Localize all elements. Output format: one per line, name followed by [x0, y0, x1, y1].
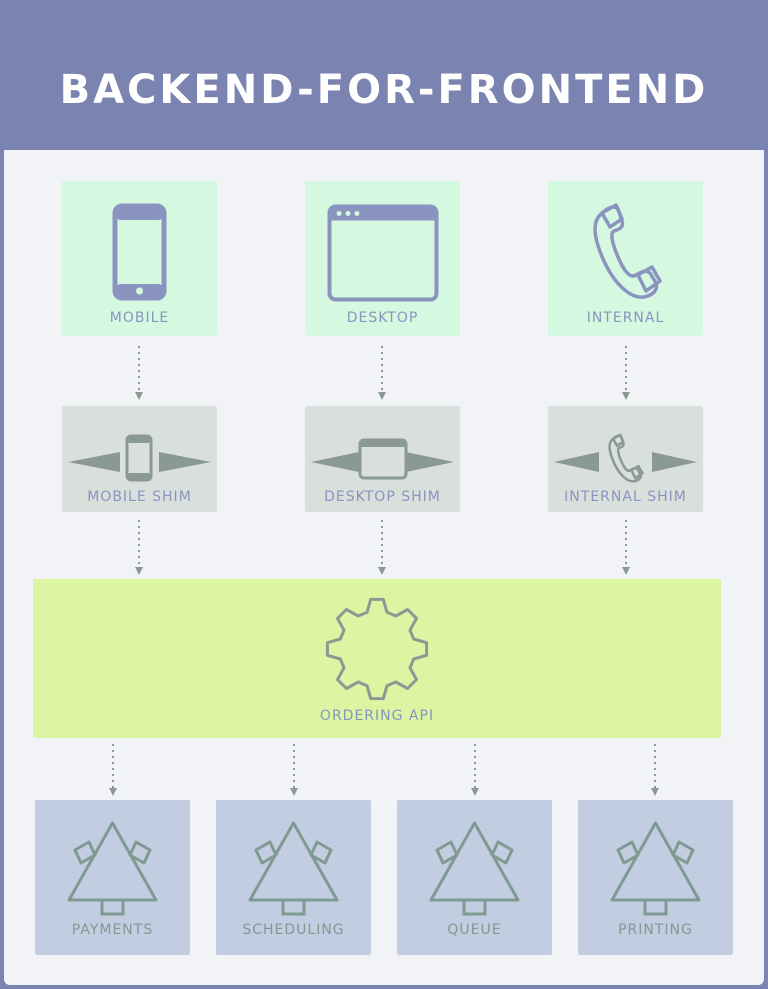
- telephone-icon: [593, 203, 662, 299]
- diagram-title: BACKEND-FOR-FRONTEND: [59, 67, 709, 113]
- shim-box-internal: INTERNAL SHIM: [548, 406, 703, 512]
- shim-label-mobile: MOBILE SHIM: [87, 489, 192, 505]
- tree-icon: [67, 821, 158, 916]
- browser-window-icon: [327, 204, 439, 302]
- service-box-scheduling: SCHEDULING: [216, 800, 371, 955]
- service-label-printing: PRINTING: [618, 922, 693, 938]
- client-label-internal: INTERNAL: [586, 310, 665, 326]
- service-box-printing: PRINTING: [578, 800, 733, 955]
- shim-arrows-icon: [554, 452, 697, 472]
- client-label-mobile: MOBILE: [109, 310, 170, 326]
- service-label-payments: PAYMENTS: [71, 922, 154, 938]
- client-label-desktop: DESKTOP: [346, 310, 419, 326]
- shim-box-desktop: DESKTOP SHIM: [305, 406, 460, 512]
- service-box-payments: PAYMENTS: [35, 800, 190, 955]
- service-label-queue: QUEUE: [447, 922, 502, 938]
- client-box-desktop: DESKTOP: [305, 181, 460, 336]
- shim-label-desktop: DESKTOP SHIM: [324, 489, 441, 505]
- shim-box-mobile: MOBILE SHIM: [62, 406, 217, 512]
- mobile-phone-icon: [112, 203, 167, 301]
- shim-label-internal: INTERNAL SHIM: [564, 489, 687, 505]
- shim-arrows-icon: [68, 452, 211, 472]
- service-label-scheduling: SCHEDULING: [242, 922, 345, 938]
- telephone-icon: [608, 433, 644, 483]
- mobile-phone-icon: [125, 434, 153, 482]
- browser-window-icon: [358, 438, 408, 480]
- client-box-mobile: MOBILE: [62, 181, 217, 336]
- client-box-internal: INTERNAL: [548, 181, 703, 336]
- ordering-api-label: ORDERING API: [319, 708, 435, 724]
- tree-icon: [248, 821, 339, 916]
- gear-icon: [325, 597, 429, 701]
- tree-icon: [610, 821, 701, 916]
- service-box-queue: QUEUE: [397, 800, 552, 955]
- ordering-api-box: ORDERING API: [33, 579, 721, 738]
- tree-icon: [429, 821, 520, 916]
- header-bar: BACKEND-FOR-FRONTEND: [0, 0, 768, 150]
- shim-arrows-icon: [311, 452, 454, 472]
